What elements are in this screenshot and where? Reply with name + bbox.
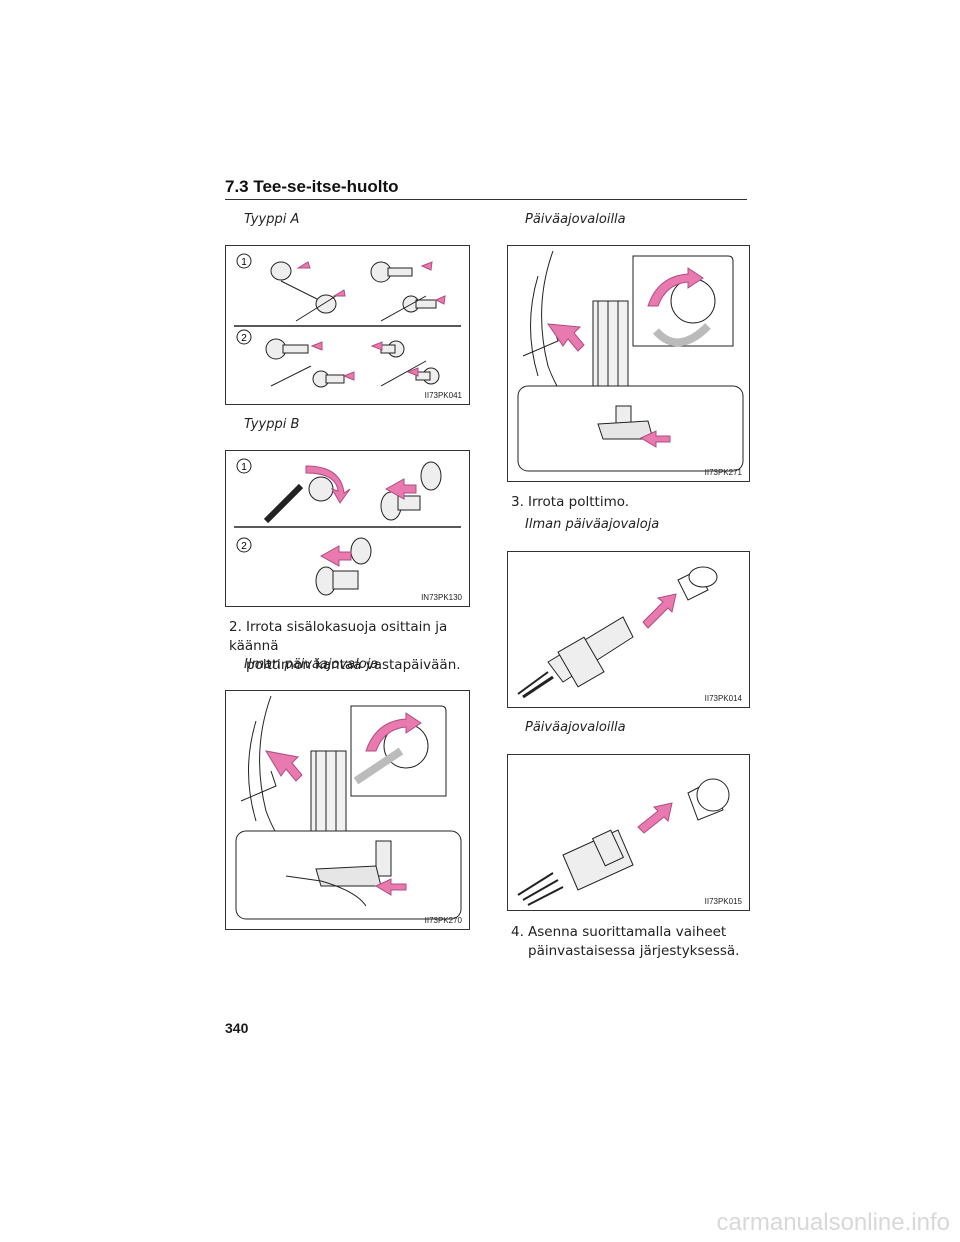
step-marker-2	[236, 329, 252, 345]
arrow-icon	[305, 465, 417, 567]
step-number: 2.	[229, 619, 242, 635]
caption-type-b: Tyyppi B	[244, 417, 300, 432]
caption-type-a: Tyyppi A	[244, 212, 300, 227]
figure-code: II73PK015	[705, 897, 743, 906]
bulb-socket-illustration	[517, 778, 730, 906]
step-3: 3.Irrota polttimo.	[511, 493, 629, 512]
figure-code: II73PK014	[705, 694, 743, 703]
wheel-arch-illustration	[235, 695, 462, 920]
caption-no-drl-right: Ilman päiväajovaloja	[525, 517, 660, 532]
step-2: 2.Irrota sisälokasuoja osittain ja käänn…	[229, 618, 489, 675]
figure-bulb-with-drl: II73PK015	[507, 754, 750, 911]
step-number: 3.	[511, 494, 524, 510]
step-number: 4.	[511, 924, 524, 940]
arrow-icon	[546, 267, 704, 448]
wheel-arch-illustration	[517, 250, 744, 472]
step-text-line1: Asenna suorittamalla vaiheet	[528, 924, 727, 940]
figure-type-a: 1 2 II73PK041	[225, 245, 470, 405]
marker-label-1: 1	[241, 462, 247, 473]
figure-code: II73PK271	[705, 468, 743, 477]
step-marker-1	[236, 253, 252, 269]
marker-label-1: 1	[241, 257, 247, 268]
watermark: carmanualsonline.info	[716, 1209, 950, 1236]
caption-no-drl: Ilman päiväajovaloja	[244, 657, 379, 672]
arrow-icon	[642, 593, 677, 629]
step-text-line2: polttimon kantaa vastapäivään.	[246, 657, 461, 673]
step-marker-1	[236, 458, 252, 474]
step-4: 4.Asenna suorittamalla vaiheet päinvasta…	[511, 923, 771, 961]
section-title: 7.3 Tee-se-itse-huolto	[225, 177, 399, 196]
header-rule	[225, 199, 747, 200]
figure-code: II73PK041	[425, 391, 463, 400]
bulb-socket-illustration	[517, 566, 718, 699]
step-text-line1: Irrota sisälokasuoja osittain ja käännä	[229, 619, 448, 654]
figure-bulb-no-drl: II73PK014	[507, 551, 750, 708]
figure-code: IN73PK130	[421, 593, 462, 602]
step-text: Irrota polttimo.	[528, 494, 630, 510]
figure-headlight-with-drl: II73PK271	[507, 245, 750, 482]
marker-label-2: 2	[241, 541, 247, 552]
figure-type-b: 1 2 IN73PK130	[225, 450, 470, 607]
figure-code: II73PK270	[425, 916, 463, 925]
step-text-line2: päinvastaisessa järjestyksessä.	[528, 943, 740, 959]
arrow-icon	[296, 261, 446, 381]
marker-label-2: 2	[241, 333, 247, 344]
arrow-icon	[264, 712, 422, 896]
step-marker-2	[236, 537, 252, 553]
arrow-icon	[637, 802, 673, 834]
caption-with-drl: Päiväajovaloilla	[525, 212, 626, 227]
clip-illustration-1	[265, 261, 440, 388]
page-number: 340	[225, 1020, 249, 1036]
screwdriver-illustration	[263, 461, 442, 596]
figure-headlight-no-drl: II73PK270	[225, 690, 470, 930]
caption-with-drl-right: Päiväajovaloilla	[525, 720, 626, 735]
